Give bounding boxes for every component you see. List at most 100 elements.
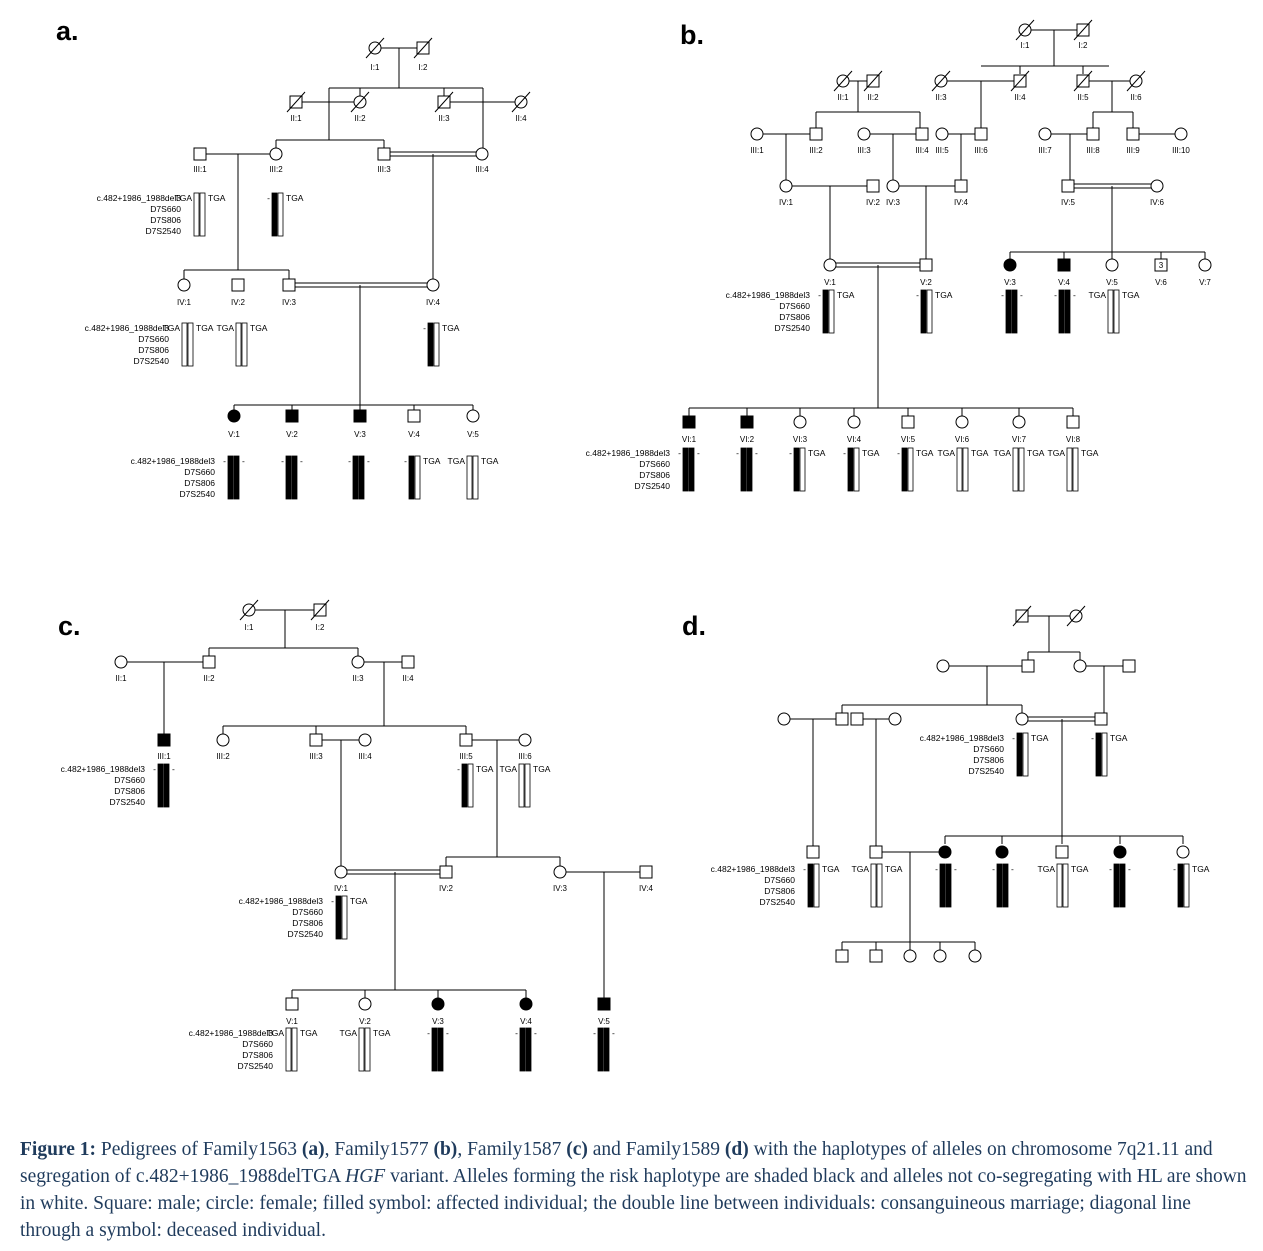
allele-label: TGA (1192, 864, 1210, 874)
haplotype-bar (193, 192, 200, 237)
female-symbol (334, 865, 348, 879)
female-symbol (466, 409, 480, 423)
individual-id: VI:2 (740, 435, 755, 444)
allele-label: - (446, 1028, 449, 1038)
female-symbol (518, 733, 532, 747)
affected-male-symbol (597, 997, 611, 1011)
individual-id: V:7 (1199, 278, 1211, 287)
deceased-slash (511, 91, 531, 113)
marker-name: D7S660 (292, 907, 323, 917)
marker-name: D7S2540 (760, 897, 796, 907)
individual-id: III:2 (809, 146, 823, 155)
individual-id: III:4 (358, 752, 372, 761)
caption-text-1: Pedigrees of Family1563 (96, 1139, 302, 1160)
allele-label: - (242, 456, 245, 466)
haplotype-bar (876, 863, 883, 908)
haplotype-bar (1016, 732, 1023, 777)
haplotype-bar (1113, 863, 1120, 908)
haplotype-bar (1113, 289, 1120, 334)
deceased-slash (931, 70, 951, 92)
haplotype-bar (335, 895, 342, 940)
male-symbol (1021, 659, 1035, 673)
allele-label: - (427, 1028, 430, 1038)
haplotype-bar (1119, 863, 1126, 908)
male-symbol (285, 997, 299, 1011)
male-symbol (1126, 127, 1140, 141)
female-symbol (968, 949, 982, 963)
individual-id: I:1 (245, 623, 254, 632)
allele-label: - (1073, 290, 1076, 300)
marker-name: c.482+1986_1988del3 (239, 896, 324, 906)
allele-label: - (367, 456, 370, 466)
female-symbol (903, 949, 917, 963)
allele-label: TGA (1071, 864, 1089, 874)
marker-name: c.482+1986_1988del3 (85, 323, 170, 333)
affected-female-symbol (519, 997, 533, 1011)
deceased-slash (1073, 19, 1093, 41)
affected-male-symbol (285, 409, 299, 423)
individual-id: V:4 (1058, 278, 1070, 287)
allele-label: - (1012, 733, 1015, 743)
marker-name: D7S2540 (180, 489, 216, 499)
allele-label: TGA (808, 448, 826, 458)
individual-id: IV:2 (231, 298, 245, 307)
deceased-slash (1010, 70, 1030, 92)
allele-label: TGA (423, 456, 441, 466)
marker-name: D7S2540 (110, 797, 146, 807)
individual-id: III:8 (1086, 146, 1100, 155)
marker-name: c.482+1986_1988del3 (726, 290, 811, 300)
haplotype-bar (437, 1027, 444, 1072)
affected-male-symbol (682, 415, 696, 429)
haplotype-bar (472, 455, 479, 500)
haplotype-bar (518, 763, 525, 808)
haplotype-bar (519, 1027, 526, 1072)
male-symbol (1094, 712, 1108, 726)
female-symbol (426, 278, 440, 292)
haplotype-bar (358, 1027, 365, 1072)
allele-label: TGA (448, 456, 466, 466)
individual-id: II:3 (352, 674, 364, 683)
individual-id: IV:4 (954, 198, 968, 207)
pedigree-lines (127, 29, 1206, 998)
female-symbol (1015, 712, 1029, 726)
individual-id: IV:1 (334, 884, 348, 893)
haplotype-bar (822, 289, 829, 334)
haplotype-bar (285, 455, 292, 500)
haplotype-bar (603, 1027, 610, 1072)
individual-id: VI:4 (847, 435, 862, 444)
deceased-slash (1073, 70, 1093, 92)
haplotype-bar (1058, 289, 1065, 334)
marker-name: D7S660 (242, 1039, 273, 1049)
individual-id: I:2 (316, 623, 325, 632)
female-symbol (888, 712, 902, 726)
individual-id: IV:1 (779, 198, 793, 207)
allele-label: - (755, 448, 758, 458)
male-symbol (1055, 845, 1069, 859)
affected-female-symbol (995, 845, 1009, 859)
male-symbol (869, 949, 883, 963)
haplotype-bar (427, 322, 434, 367)
allele-label: TGA (916, 448, 934, 458)
individual-id: III:7 (1038, 146, 1052, 155)
allele-label: TGA (373, 1028, 391, 1038)
haplotype-bar (227, 455, 234, 500)
pedigree-symbols: 3 (114, 19, 1212, 1011)
individual-id: III:3 (377, 165, 391, 174)
male-symbol (850, 712, 864, 726)
individual-id: III:5 (459, 752, 473, 761)
individual-id: III:2 (269, 165, 283, 174)
haplotype-bar (1177, 863, 1184, 908)
individual-id: III:6 (518, 752, 532, 761)
allele-label: - (789, 448, 792, 458)
individual-id: V:4 (520, 1017, 532, 1026)
haplotype-bar (907, 447, 914, 492)
haplotype-bar (870, 863, 877, 908)
individual-id: VI:8 (1066, 435, 1081, 444)
haplotype-bar (1056, 863, 1063, 908)
allele-label: - (593, 1028, 596, 1038)
marker-name: c.482+1986_1988del3 (189, 1028, 274, 1038)
marker-name: D7S806 (184, 478, 215, 488)
affected-female-symbol (227, 409, 241, 423)
individual-id: III:10 (1172, 146, 1190, 155)
haplotype-bar (433, 322, 440, 367)
